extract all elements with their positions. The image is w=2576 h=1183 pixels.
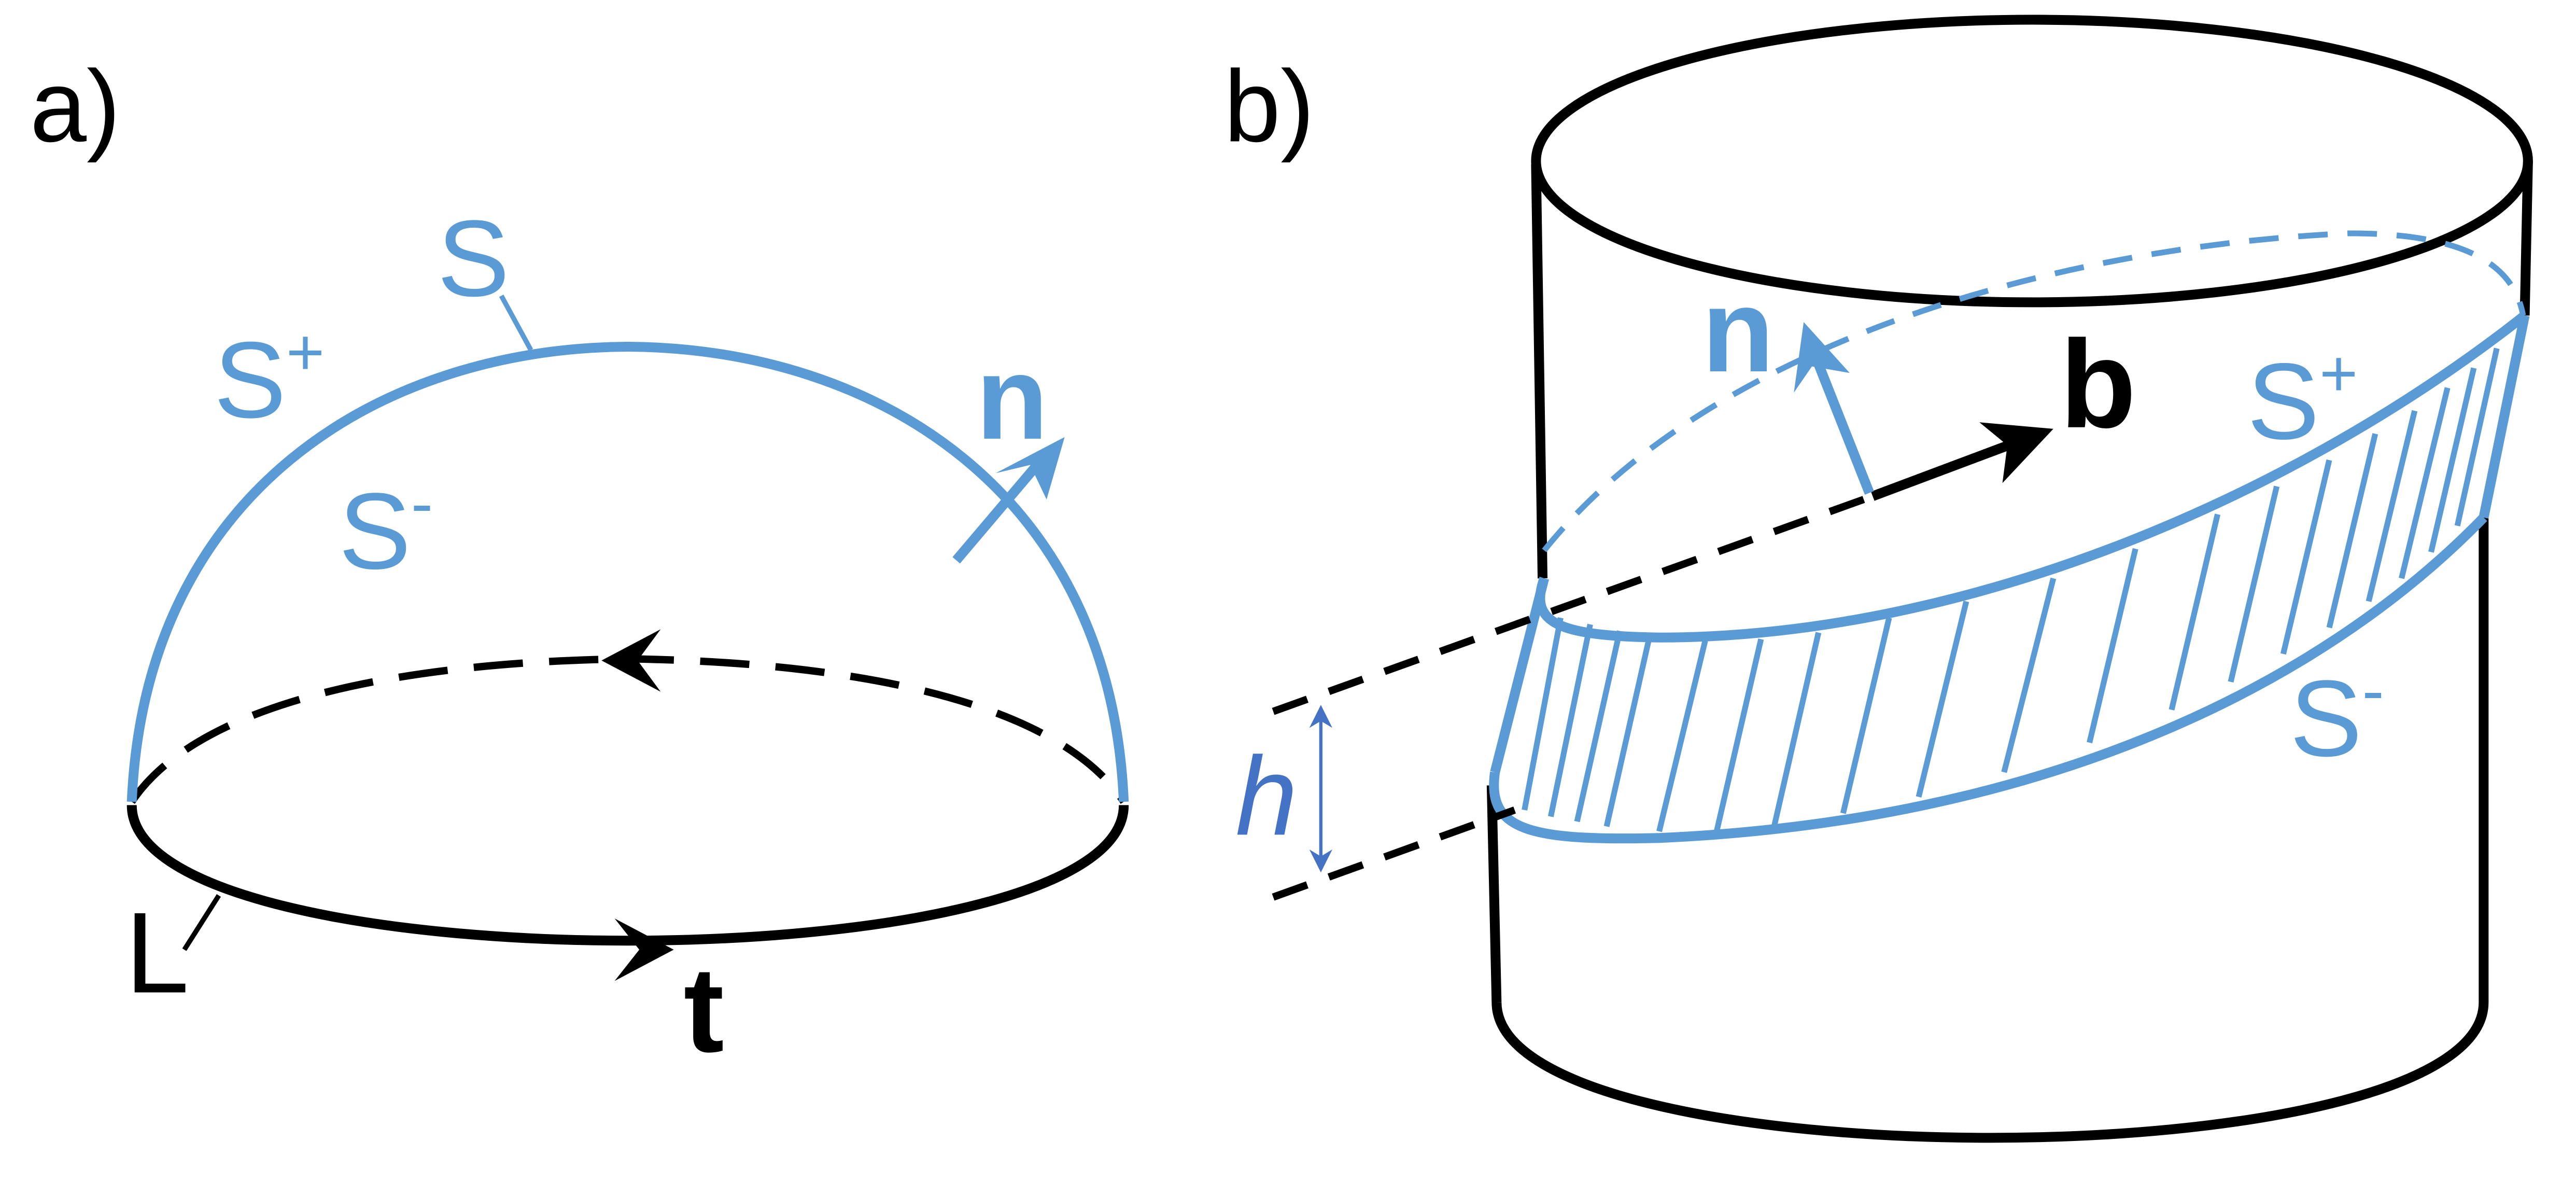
tangent-arrow-head — [614, 918, 674, 981]
contour-front — [126, 805, 1129, 946]
panel-a: a) S S+ S- n L t — [30, 49, 1129, 1078]
surface-upper-label: S+ — [214, 315, 325, 440]
cut-normal-label: n — [1702, 265, 1774, 397]
surface-lower-label: S- — [339, 466, 433, 592]
lower-cylinder-left-edge — [1486, 785, 1502, 1003]
contour-label: L — [125, 888, 189, 1017]
cylinder-top-ellipse — [1531, 15, 2533, 308]
normal-label: n — [976, 332, 1048, 464]
normal-arrow-head — [995, 437, 1065, 500]
cut-surface-upper-sup: + — [2319, 337, 2358, 410]
reference-line-lower — [1272, 806, 1516, 901]
panel-a-label: a) — [30, 49, 121, 163]
upper-cylinder-right-edge — [2519, 161, 2533, 316]
hemisphere-surface — [126, 341, 1129, 802]
cut-surface-upper-label: S+ — [2247, 337, 2358, 462]
cut-normal-shaft — [1809, 350, 1874, 495]
contour-leader-line — [182, 894, 221, 951]
cut-surface-lower-sup: - — [2362, 653, 2384, 727]
contour-back-dashed — [129, 655, 1127, 804]
cut-surface-lower — [1489, 514, 2487, 844]
cut-surface-upper — [1535, 311, 2528, 643]
cut-left-edge — [1490, 577, 1549, 774]
surface-lower-sup: - — [411, 466, 433, 540]
reference-line-upper — [1272, 493, 1874, 715]
burgers-vector-shaft — [1870, 437, 2019, 501]
panel-b: b) — [1224, 15, 2533, 1143]
surface-leader-line — [499, 294, 533, 352]
cut-surface-lower-label: S- — [2290, 653, 2384, 779]
upper-cylinder-left-edge — [1531, 164, 1548, 579]
contour-back-arrow — [601, 629, 661, 692]
cylinder-bottom-arc — [1491, 1002, 2489, 1143]
burgers-vector-head — [1979, 422, 2053, 483]
surface-label: S — [437, 198, 509, 319]
surface-upper-sup: + — [286, 315, 325, 388]
panel-b-label: b) — [1224, 49, 1315, 163]
cut-normal-head — [1794, 322, 1850, 393]
height-label: h — [1235, 733, 1298, 858]
burgers-label: b — [2060, 315, 2136, 454]
tangent-label: t — [684, 942, 724, 1078]
slip-region-hatching — [1522, 347, 2500, 832]
cut-back-edge-dashed — [1542, 230, 2526, 552]
cut-right-edge — [2479, 314, 2530, 519]
